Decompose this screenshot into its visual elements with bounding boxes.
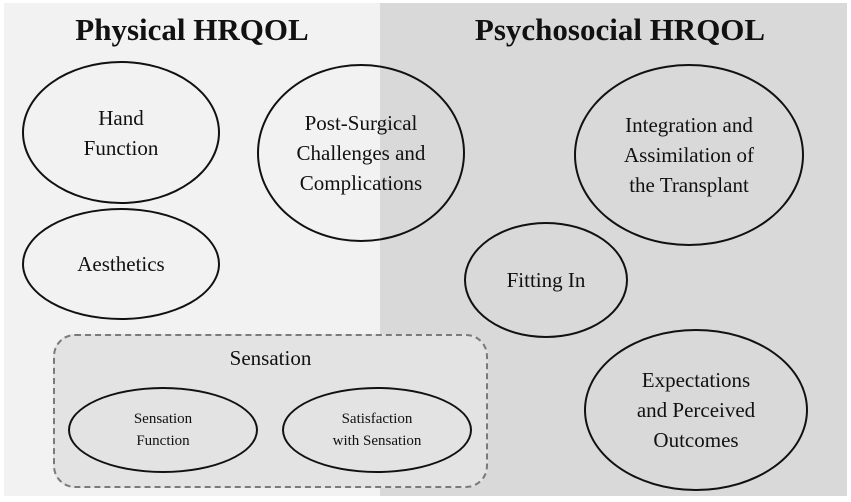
- post-surgical-label: Post-Surgical Challenges and Complicatio…: [296, 111, 426, 195]
- aesthetics-label: Aesthetics: [77, 252, 165, 276]
- expectations-node: Expectations and Perceived Outcomes: [584, 329, 808, 491]
- sensation-function-node: Sensation Function: [68, 387, 258, 473]
- hand-function-node: Hand Function: [22, 61, 220, 204]
- satisfaction-label: Satisfaction with Sensation: [332, 411, 422, 449]
- sensation-group-label: Sensation: [229, 346, 312, 370]
- physical-heading: Physical HRQOL: [75, 12, 309, 47]
- hand-function-label: Hand Function: [83, 105, 159, 160]
- fitting-in-node: Fitting In: [464, 222, 628, 338]
- psychosocial-heading: Psychosocial HRQOL: [474, 12, 766, 47]
- integration-node: Integration and Assimilation of the Tran…: [574, 64, 804, 246]
- post-surgical-node: Post-Surgical Challenges and Complicatio…: [257, 64, 465, 242]
- aesthetics-node: Aesthetics: [22, 208, 220, 320]
- sensation-function-label: Sensation Function: [133, 411, 193, 449]
- integration-label: Integration and Assimilation of the Tran…: [623, 113, 755, 197]
- satisfaction-node: Satisfaction with Sensation: [282, 387, 472, 473]
- expectations-label: Expectations and Perceived Outcomes: [636, 368, 756, 452]
- fitting-in-label: Fitting In: [506, 268, 586, 292]
